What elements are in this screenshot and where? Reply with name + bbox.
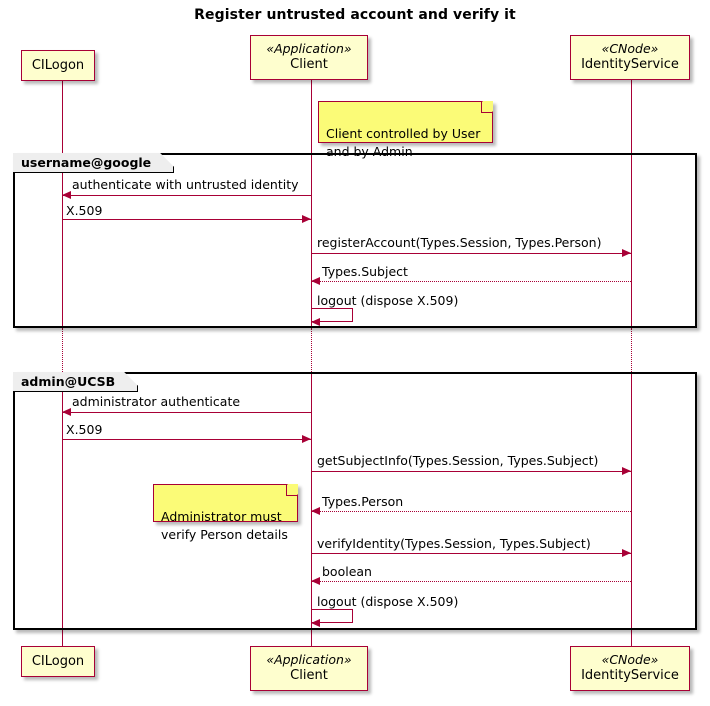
message-arrowhead-m9 <box>311 507 320 515</box>
lifeline-identityservice-bottom <box>631 372 632 646</box>
message-arrowhead-m3 <box>622 249 631 257</box>
lifeline-identityservice-top <box>631 80 632 328</box>
message-label-m3: registerAccount(Types.Session, Types.Per… <box>317 235 602 250</box>
message-label-m2: X.509 <box>66 203 103 218</box>
message-label-m9: Types.Person <box>322 494 404 509</box>
message-arrowhead-m5 <box>311 318 320 326</box>
lifeline-client-top <box>311 80 312 328</box>
message-arrowhead-m12 <box>311 619 320 627</box>
message-label-m11: boolean <box>322 564 372 579</box>
message-label-m1: authenticate with untrusted identity <box>72 177 299 192</box>
participant-client-stereotype-bottom: «Application» <box>266 652 352 668</box>
fragment-admin-ucsb <box>13 372 697 630</box>
message-line-m1 <box>62 195 311 196</box>
participant-identityservice-name-bottom: IdentityService <box>581 668 679 684</box>
message-arrowhead-m1 <box>62 191 71 199</box>
note-client-control-text: Client controlled by User and by Admin <box>326 125 481 159</box>
message-arrowhead-m10 <box>622 549 631 557</box>
lifeline-identityservice-gap <box>631 328 632 372</box>
participant-client-bottom[interactable]: «Application» Client <box>250 646 368 691</box>
message-label-m8: getSubjectInfo(Types.Session, Types.Subj… <box>317 453 599 468</box>
page-title: Register untrusted account and verify it <box>194 7 516 23</box>
message-arrowhead-m11 <box>311 577 320 585</box>
message-line-m8 <box>311 471 631 472</box>
note-admin-verify-text: Administrator must verify Person details <box>161 508 288 542</box>
note-admin-verify: Administrator must verify Person details <box>153 484 298 542</box>
message-arrowhead-m7 <box>302 435 311 443</box>
fragment-label-admin-ucsb: admin@UCSB <box>13 372 138 392</box>
message-label-m6: administrator authenticate <box>72 394 241 409</box>
message-selfcall-m12 <box>311 609 353 623</box>
message-line-m3 <box>311 253 631 254</box>
message-line-m4 <box>311 281 631 282</box>
message-arrowhead-m4 <box>311 277 320 285</box>
participant-client-name-bottom: Client <box>290 668 328 684</box>
note-fold-icon-2 <box>287 484 298 495</box>
message-arrowhead-m6 <box>62 408 71 416</box>
participant-cilogon-name-top: CILogon <box>31 57 85 73</box>
lifeline-client-gap <box>311 328 312 372</box>
message-arrowhead-m8 <box>622 467 631 475</box>
message-line-m9 <box>311 511 631 512</box>
participant-identityservice-stereotype-top: «CNode» <box>601 41 659 57</box>
participant-cilogon-bottom[interactable]: CILogon <box>21 646 95 677</box>
note-fold-icon <box>482 101 493 112</box>
message-line-m6 <box>62 412 311 413</box>
note-fold-edge-icon-2 <box>286 484 298 496</box>
participant-cilogon-name-bottom: CILogon <box>31 653 85 669</box>
message-line-m10 <box>311 553 631 554</box>
message-selfcall-m5 <box>311 308 353 322</box>
message-label-m12: logout (dispose X.509) <box>317 594 459 609</box>
fragment-label-username-google: username@google <box>13 153 174 173</box>
lifeline-cilogon-top <box>62 81 63 328</box>
lifeline-cilogon-bottom <box>62 372 63 646</box>
participant-client-top[interactable]: «Application» Client <box>250 35 368 80</box>
participant-identityservice-name-top: IdentityService <box>581 57 679 73</box>
participant-identityservice-bottom[interactable]: «CNode» IdentityService <box>570 646 690 691</box>
message-arrowhead-m2 <box>302 215 311 223</box>
message-label-m5: logout (dispose X.509) <box>317 293 459 308</box>
message-label-m10: verifyIdentity(Types.Session, Types.Subj… <box>317 536 591 551</box>
participant-client-name-top: Client <box>290 57 328 73</box>
message-line-m2 <box>62 219 311 220</box>
fragment-username-google <box>13 153 697 328</box>
lifeline-cilogon-gap <box>62 328 63 372</box>
participant-identityservice-stereotype-bottom: «CNode» <box>601 652 659 668</box>
message-label-m4: Types.Subject <box>322 264 408 279</box>
participant-client-stereotype-top: «Application» <box>266 41 352 57</box>
message-label-m7: X.509 <box>66 422 103 437</box>
message-line-m11 <box>311 581 631 582</box>
participant-cilogon-top[interactable]: CILogon <box>21 50 95 81</box>
note-fold-edge-icon <box>481 101 493 113</box>
participant-identityservice-top[interactable]: «CNode» IdentityService <box>570 35 690 80</box>
message-line-m7 <box>62 439 311 440</box>
note-client-control: Client controlled by User and by Admin <box>318 101 493 159</box>
